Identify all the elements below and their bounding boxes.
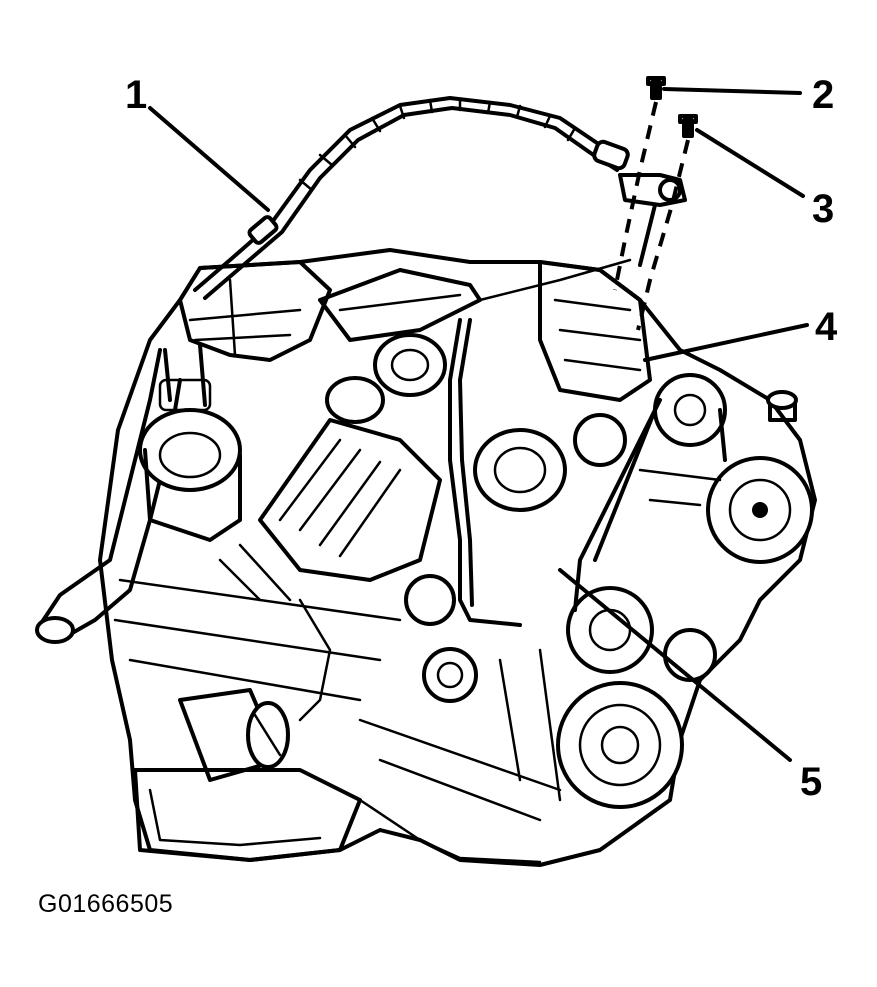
leader-line-1 bbox=[148, 106, 270, 212]
wiring-harness bbox=[298, 258, 632, 722]
callout-4: 4 bbox=[815, 305, 838, 349]
leader-line-2 bbox=[662, 87, 802, 95]
bolt-3 bbox=[678, 114, 698, 138]
starter-motor bbox=[178, 688, 290, 782]
callout-1: 1 bbox=[125, 73, 147, 117]
left-valve-cover bbox=[178, 260, 332, 362]
callout-2: 2 bbox=[812, 73, 834, 117]
turbocharger bbox=[325, 333, 567, 512]
oil-pan bbox=[133, 768, 542, 864]
bolt-2 bbox=[646, 76, 666, 100]
install-path-3 bbox=[636, 139, 690, 331]
leader-line-4 bbox=[643, 323, 809, 362]
callout-5: 5 bbox=[800, 760, 822, 804]
leader-line-3 bbox=[695, 128, 805, 198]
install-path-2 bbox=[613, 101, 658, 291]
leader-line-5 bbox=[558, 568, 792, 762]
engine-illustration bbox=[35, 248, 817, 867]
accessory-drive bbox=[404, 373, 814, 809]
vent-hose bbox=[193, 96, 630, 300]
figure-id-label: G01666505 bbox=[38, 890, 174, 918]
right-cylinder-head bbox=[538, 260, 652, 467]
intake-manifold bbox=[258, 268, 482, 582]
callout-3: 3 bbox=[812, 187, 834, 231]
engine-detail-lines bbox=[113, 468, 722, 822]
fuel-filter-housing bbox=[138, 343, 242, 542]
